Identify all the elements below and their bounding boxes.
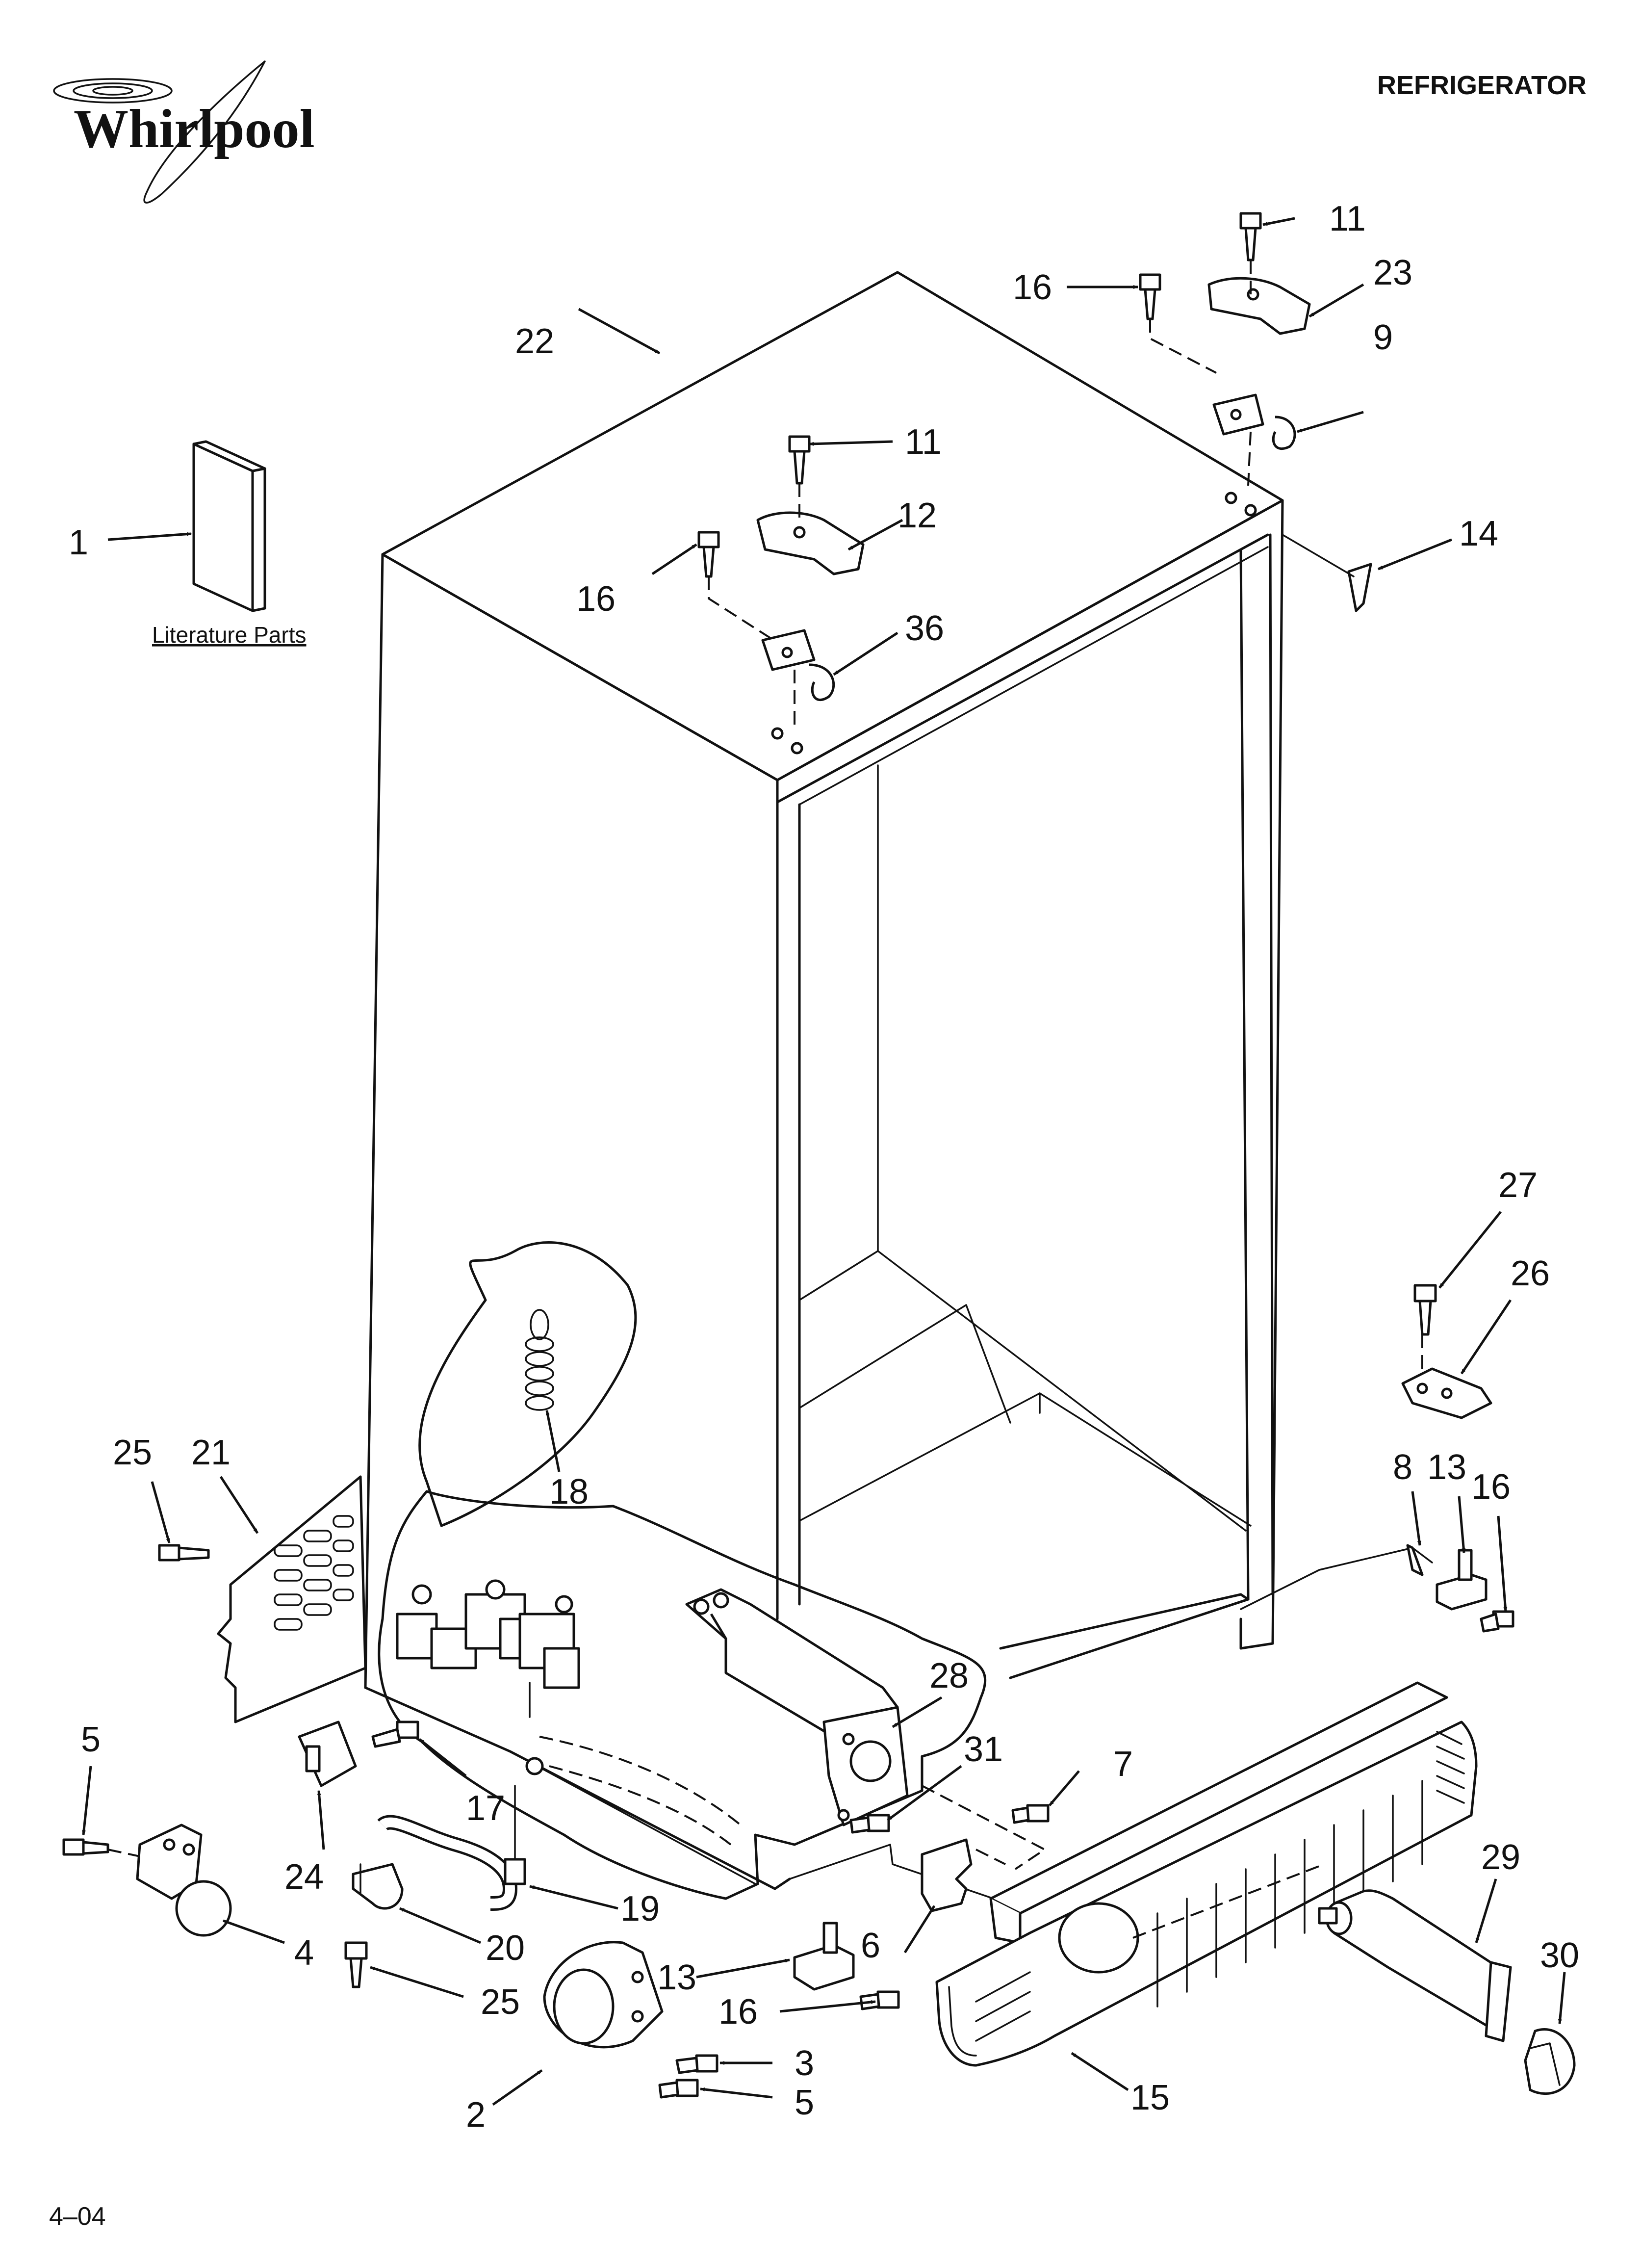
page-title: REFRIGERATOR (1377, 71, 1587, 100)
screw-7 (1011, 1804, 1050, 1824)
callout-13-right: 13 (1427, 1448, 1466, 1487)
screw-11-top-right (1239, 212, 1262, 261)
callout-11-top: 11 (1329, 199, 1366, 238)
hinge-26 (1401, 1367, 1492, 1419)
callout-14: 14 (1459, 514, 1498, 553)
screw-16-right (1480, 1610, 1514, 1633)
screw-5-bottom (658, 2079, 699, 2099)
footer-code: 4–04 (49, 2202, 106, 2231)
callout-12: 12 (898, 496, 937, 535)
callout-13-center: 13 (657, 1958, 696, 1997)
callout-18: 18 (549, 1472, 589, 1512)
screw-11-center (788, 435, 811, 485)
screw-31 (849, 1814, 890, 1834)
water-valve-assembly (396, 1579, 580, 1718)
callout-3: 3 (795, 2044, 814, 2083)
callout-19: 19 (620, 1889, 660, 1929)
callout-1: 1 (69, 523, 88, 562)
front-roller-2 (543, 1941, 664, 2049)
water-reservoir-housing (685, 1588, 909, 1826)
literature-parts-label: Literature Parts (152, 622, 306, 648)
screw-27 (1413, 1284, 1437, 1336)
callout-22: 22 (515, 322, 554, 361)
cabinet-wrapper (364, 271, 1433, 1904)
callout-36: 36 (905, 609, 944, 648)
callout-17: 17 (466, 1789, 505, 1828)
callout-16-center-bottom: 16 (718, 1992, 758, 2032)
water-line-fitting (525, 1757, 544, 1775)
screw-16-center (697, 531, 720, 578)
callout-31: 31 (964, 1730, 1003, 1769)
filter-cap-30 (1524, 2028, 1576, 2095)
callout-21: 21 (191, 1433, 231, 1472)
tube-clamp-20 (352, 1863, 404, 1910)
screw-25-left (158, 1544, 210, 1562)
water-tube-19 (377, 1785, 526, 1911)
screw-17 (371, 1721, 419, 1748)
callout-25-bottom: 25 (481, 1982, 520, 2022)
base-grille-15 (935, 1681, 1478, 2067)
water-filter-29 (1318, 1889, 1512, 2042)
callout-20: 20 (486, 1929, 525, 1968)
callout-16-right: 16 (1471, 1467, 1511, 1507)
callout-11-center: 11 (905, 422, 942, 462)
callout-29: 29 (1481, 1838, 1520, 1877)
callout-24: 24 (284, 1857, 324, 1897)
callout-28: 28 (929, 1656, 969, 1695)
tube-clip-24 (298, 1721, 357, 1787)
callout-7: 7 (1113, 1745, 1133, 1784)
brand-wordmark: Whirlpool (74, 99, 315, 159)
screw-16-center-bottom (859, 1990, 900, 2010)
whirlpool-logo: Whirlpool (53, 60, 315, 204)
callout-4: 4 (294, 1933, 314, 1973)
callout-15: 15 (1130, 2078, 1170, 2117)
hinge-bracket-36 (761, 629, 835, 701)
cutaway-reveal (378, 1241, 987, 1900)
screw-5-left (62, 1838, 109, 1856)
callout-9: 9 (1373, 318, 1393, 357)
callout-16-center: 16 (576, 579, 616, 619)
screw-3 (675, 2054, 718, 2074)
hinge-pin-bracket-13-center (793, 1922, 855, 1991)
hinge-bracket-9 (1212, 393, 1296, 450)
callout-2: 2 (466, 2095, 486, 2135)
screw-16-top-right (1139, 273, 1161, 320)
hinge-pin-bracket-13-right (1436, 1549, 1488, 1611)
door-stop-clip-14 (1347, 563, 1372, 612)
callout-5-left: 5 (81, 1720, 101, 1759)
rear-roller-4 (136, 1824, 232, 1937)
callout-25-left: 25 (113, 1433, 152, 1472)
callout-5-bottom: 5 (795, 2083, 814, 2122)
rear-access-cover-21 (217, 1475, 367, 1723)
callout-27: 27 (1498, 1166, 1538, 1205)
shim-8 (1406, 1544, 1424, 1576)
screw-25-bottom (344, 1941, 368, 1988)
callout-6: 6 (861, 1926, 880, 1965)
literature-parts-booklet (192, 440, 266, 612)
callout-26: 26 (1511, 1254, 1550, 1293)
drain-tube-coil (525, 1309, 554, 1411)
callout-23: 23 (1373, 253, 1412, 292)
callout-8: 8 (1393, 1448, 1412, 1487)
hinge-cap-12 (756, 511, 865, 575)
callout-16-top: 16 (1013, 268, 1052, 307)
door-switch-6 (921, 1838, 973, 1912)
hinge-cap-23 (1207, 277, 1311, 335)
callout-30: 30 (1540, 1936, 1579, 1975)
